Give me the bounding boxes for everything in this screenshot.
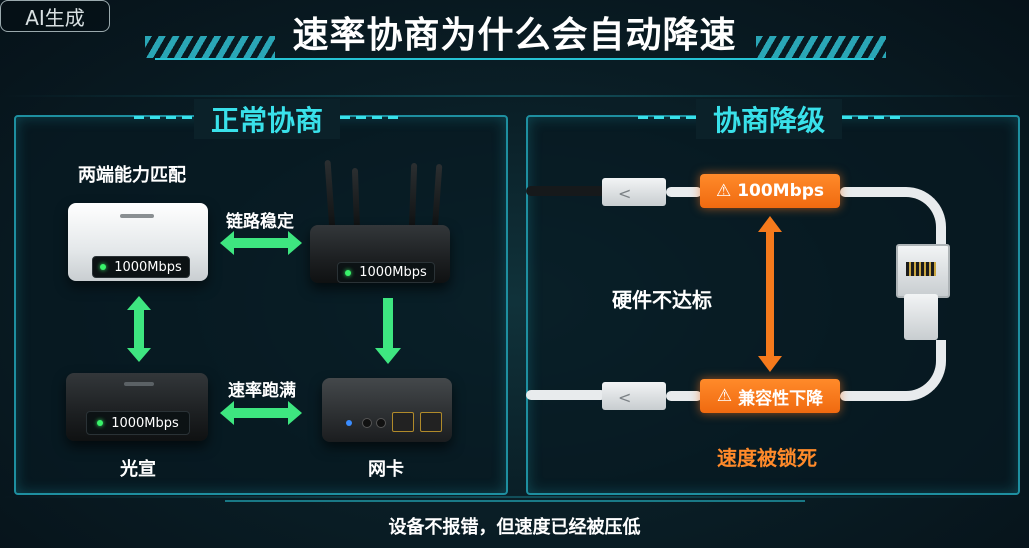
- white-cable: [666, 187, 702, 197]
- speed-locked-label: 速度被锁死: [717, 446, 817, 470]
- onu-label: 光宣: [120, 459, 156, 480]
- title-dash: [134, 116, 194, 119]
- ethernet-plug-icon: [602, 382, 666, 410]
- port: [362, 418, 372, 428]
- page-title: 速率协商为什么会自动降速: [292, 15, 737, 56]
- plug-clip: <: [618, 388, 632, 407]
- double-arrow-icon: [220, 231, 302, 255]
- status-led-icon: [100, 264, 107, 270]
- warning-compat-badge: ⚠兼容性下降: [700, 379, 840, 413]
- status-led-icon: [97, 420, 104, 426]
- nic-label: 网卡: [368, 459, 404, 480]
- rj45-plug: [904, 294, 938, 340]
- speed-display: 1000Mbps: [86, 411, 190, 435]
- cable-curve: [876, 340, 946, 401]
- white-cable: [526, 390, 606, 400]
- ai-generated-badge: AI生成: [0, 0, 110, 32]
- power-led-icon: [346, 420, 352, 426]
- hardware-label: 硬件不达标: [612, 288, 712, 312]
- speed-text: 1000Mbps: [359, 265, 427, 280]
- warning-icon: ⚠: [715, 181, 732, 201]
- panel-title-degrade: 协商降级: [696, 99, 842, 139]
- speed-text: 1000Mbps: [111, 415, 179, 431]
- usb-port: [392, 412, 414, 432]
- bg-line: [0, 496, 1029, 498]
- down-arrow-icon: [375, 298, 401, 364]
- title-stripe-right: [756, 36, 886, 58]
- nic-device: [322, 378, 452, 442]
- warning-speed-badge: ⚠100Mbps: [700, 174, 840, 208]
- speed-text: 1000Mbps: [114, 259, 182, 275]
- panel-title-normal: 正常协商: [194, 99, 340, 139]
- jack-pins: [906, 262, 936, 276]
- title-dash: [638, 116, 696, 119]
- bg-line: [0, 95, 1029, 97]
- speed-display: 1000Mbps: [337, 262, 435, 283]
- link-stable-label: 链路稳定: [226, 212, 294, 232]
- title-frame: [155, 58, 874, 70]
- double-arrow-icon: [127, 296, 151, 362]
- white-cable: [840, 187, 900, 197]
- warning-speed-text: 100Mbps: [737, 181, 825, 201]
- device-logo: [124, 382, 154, 386]
- speed-display: 1000Mbps: [92, 256, 190, 278]
- title-dash: [842, 116, 900, 119]
- title-stripe-left: [145, 36, 275, 58]
- rate-full-label: 速率跑满: [228, 381, 296, 401]
- ethernet-plug-icon: [602, 178, 666, 206]
- device-logo: [120, 214, 154, 218]
- cable-curve: [876, 187, 946, 249]
- usb-port: [420, 412, 442, 432]
- rj45-jack: [896, 244, 950, 298]
- title-dash: [340, 116, 400, 119]
- footer-caption: 设备不报错，但速度已经被压低: [388, 517, 641, 538]
- white-cable: [840, 391, 900, 401]
- footer-frame: [225, 500, 805, 548]
- white-cable: [666, 391, 702, 401]
- double-arrow-icon: [220, 401, 302, 425]
- port: [376, 418, 386, 428]
- plug-clip: <: [618, 184, 632, 203]
- capability-match-label: 两端能力匹配: [78, 165, 186, 186]
- warning-compat-text: 兼容性下降: [738, 388, 824, 409]
- black-cable: [526, 186, 606, 196]
- status-led-icon: [345, 269, 352, 276]
- warning-icon: ⚠: [716, 386, 733, 406]
- double-arrow-icon: [758, 216, 782, 372]
